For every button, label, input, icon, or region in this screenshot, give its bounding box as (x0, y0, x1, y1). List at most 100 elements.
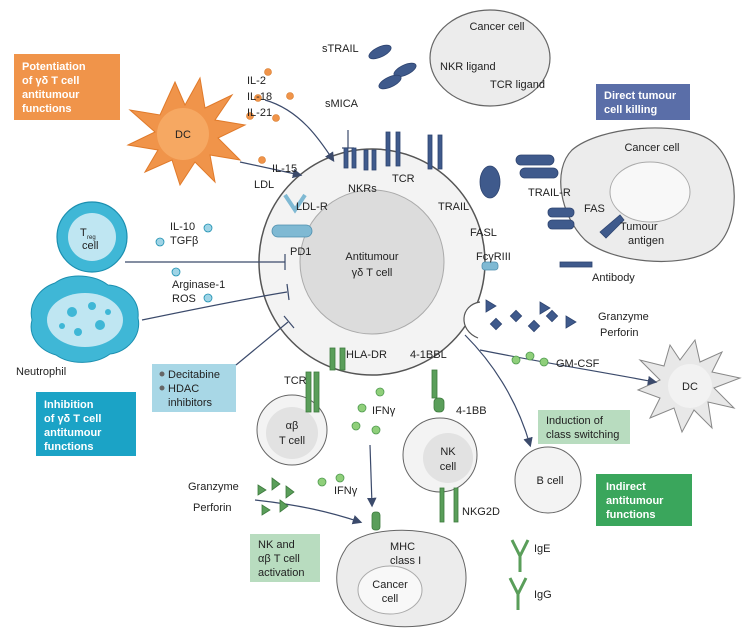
label-smica: sMICA (325, 98, 359, 110)
label-trail: TRAIL (438, 201, 469, 213)
box-class-line-1: Induction of (546, 415, 604, 427)
box-potentiation: Potentiation of γδ T cell antitumour fun… (14, 54, 120, 120)
neutrophil-label: Neutrophil (16, 366, 66, 378)
granule-pocket (463, 301, 481, 339)
treg-label-t: T (80, 227, 87, 239)
label-il21: IL-21 (247, 107, 272, 119)
label-fcgriii: FcγRIII (476, 251, 511, 263)
gd-tcell-label-1: Antitumour (345, 251, 399, 263)
label-hla-dr: HLA-DR (346, 349, 387, 361)
label-mhc-1: MHC (390, 541, 415, 553)
label-arginase: Arginase-1 (172, 279, 225, 291)
box-direct-killing: Direct tumour cell killing (596, 84, 690, 120)
label-perforin-right: Perforin (600, 327, 639, 339)
nk-cell: NK cell (402, 417, 478, 493)
label-tumour-antigen-1: Tumour (620, 221, 658, 233)
light-blue-receptors (271, 193, 499, 271)
box-potentiation-line-1: Potentiation (22, 61, 86, 73)
box-inhibition-line-2: of γδ T cell (44, 413, 101, 425)
teal-dots (155, 223, 213, 303)
labels: IL-2 IL-18 IL-21 IL-15 sTRAIL sMICA NKR … (170, 43, 664, 601)
box-indirect-line-3: functions (606, 509, 656, 521)
label-ros: ROS (172, 293, 196, 305)
box-indirect-line-2: antitumour (606, 495, 664, 507)
label-igg: IgG (534, 589, 552, 601)
label-ifng-top: IFNγ (372, 405, 396, 417)
label-ldl: LDL (254, 179, 274, 191)
label-fasl: FASL (470, 227, 497, 239)
label-pd1: PD1 (290, 246, 311, 258)
label-tgfb: TGFβ (170, 235, 198, 247)
box-inhibition-line-4: functions (44, 441, 94, 453)
label-nkr-ligand: NKR ligand (440, 61, 496, 73)
cancer-cell-bottom-label-1: Cancer (372, 579, 408, 591)
box-inhibition-line-1: Inhibition (44, 399, 94, 411)
box-inhibition: Inhibition of γδ T cell antitumour funct… (36, 392, 136, 456)
cancer-cell-bottom: Cancer cell (336, 529, 467, 628)
label-fas: FAS (584, 203, 605, 215)
box-potentiation-line-2: of γδ T cell (22, 75, 79, 87)
dc-left-label: DC (175, 129, 191, 141)
ab-tcell: αβ T cell (256, 394, 328, 466)
nk-cell-label-1: NK (440, 446, 456, 458)
dc-left: DC (126, 76, 247, 187)
box-inhibitors: Decitabine HDAC inhibitors (152, 364, 236, 412)
label-perforin-left: Perforin (193, 502, 232, 514)
gd-tcell-label-2: γδ T cell (352, 267, 393, 279)
nk-cell-label-2: cell (440, 461, 457, 473)
dc-right: DC (636, 338, 742, 434)
label-ldlr: LDL-R (296, 201, 328, 213)
label-strail: sTRAIL (322, 43, 359, 55)
label-il15: IL-15 (272, 163, 297, 175)
label-mhc-2: class I (390, 555, 421, 567)
label-il2: IL-2 (247, 75, 266, 87)
ab-tcell-label-2: T cell (279, 435, 305, 447)
box-nk-line-3: activation (258, 567, 304, 579)
gd-tcell-nucleus (299, 189, 445, 335)
box-indirect-line-1: Indirect (606, 481, 646, 493)
label-nkrs: NKRs (348, 183, 377, 195)
label-trail-r: TRAIL-R (528, 187, 571, 199)
cancer-cell-top-label: Cancer cell (469, 21, 524, 33)
box-nk-activation: NK and αβ T cell activation (250, 534, 320, 582)
box-class-line-2: class switching (546, 429, 619, 441)
box-indirect: Indirect antitumour functions (596, 474, 692, 526)
box-inhibitors-line-1: Decitabine (168, 369, 220, 381)
box-nk-line-1: NK and (258, 539, 295, 551)
cancer-cell-right-label: Cancer cell (624, 142, 679, 154)
label-tumour-antigen-2: antigen (628, 235, 664, 247)
box-inhibitors-line-3: inhibitors (168, 397, 213, 409)
treg-cell: T reg cell (56, 201, 128, 273)
treg-label-reg: reg (87, 235, 96, 241)
green-receptors (257, 347, 530, 610)
box-direct-line-1: Direct tumour (604, 90, 677, 102)
cancer-cell-right-nucleus (609, 161, 691, 223)
dc-right-label: DC (682, 381, 698, 393)
b-cell-label: B cell (537, 475, 564, 487)
label-granzyme-left: Granzyme (188, 481, 239, 493)
green-dots (317, 351, 549, 487)
box-nk-line-2: αβ T cell (258, 553, 300, 565)
ab-tcell-label-1: αβ (286, 420, 299, 432)
cancer-cell-top (429, 9, 551, 107)
label-antibody: Antibody (592, 272, 635, 284)
label-4-1bb: 4-1BB (456, 405, 487, 417)
box-direct-line-2: cell killing (604, 104, 657, 116)
box-inhibitors-line-2: HDAC (168, 383, 199, 395)
label-tcr-ligand: TCR ligand (490, 79, 545, 91)
label-granzyme-right: Granzyme (598, 311, 649, 323)
neutrophil-cell (30, 275, 140, 363)
label-il10: IL-10 (170, 221, 195, 233)
label-gmcsf: GM-CSF (556, 358, 600, 370)
receptors (343, 44, 625, 333)
label-tcr-left: TCR (284, 375, 307, 387)
cytokine-dots (246, 68, 294, 164)
b-cell: B cell (514, 446, 582, 514)
box-potentiation-line-4: functions (22, 103, 72, 115)
box-inhibition-line-3: antitumour (44, 427, 102, 439)
label-nkg2d: NKG2D (462, 506, 500, 518)
treg-label-cell: cell (82, 240, 99, 252)
box-potentiation-line-3: antitumour (22, 89, 80, 101)
